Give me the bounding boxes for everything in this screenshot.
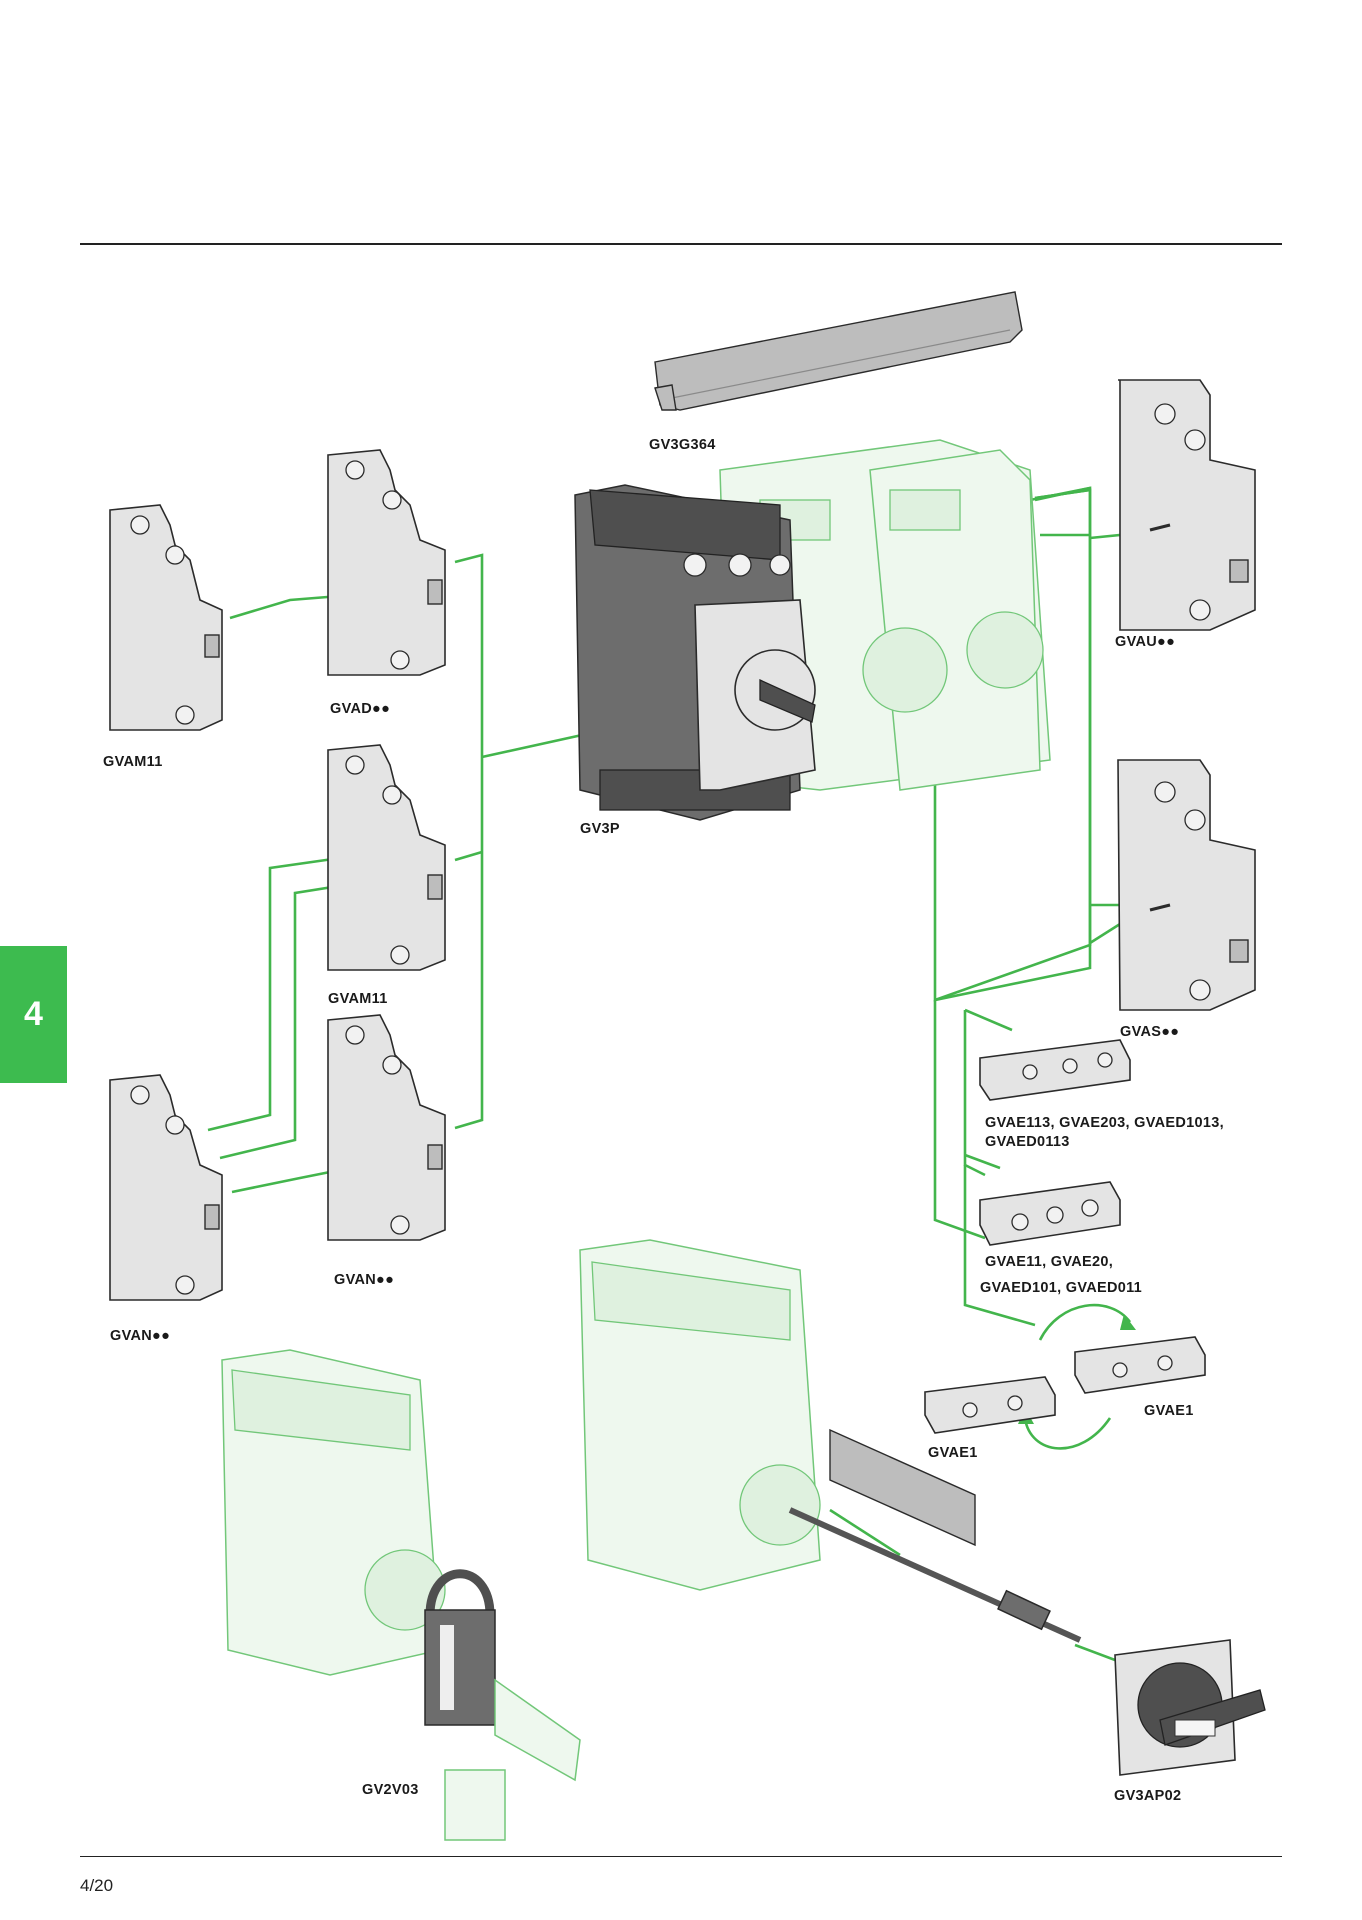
page-number: 4/20 bbox=[80, 1876, 114, 1895]
top-rule bbox=[80, 243, 1282, 245]
label-gv3g364: GV3G364 bbox=[649, 437, 716, 453]
gvam11-left-block bbox=[109, 504, 223, 731]
gvae113-contact-block bbox=[979, 1039, 1131, 1101]
label-gvas: GVAS●● bbox=[1120, 1024, 1179, 1040]
label-gvan-left: GVAN●● bbox=[110, 1328, 170, 1344]
chapter-tab: 4 bbox=[0, 946, 67, 1083]
gvae1-left-block bbox=[924, 1376, 1056, 1434]
gvam11-mid-block bbox=[327, 744, 446, 971]
label-gvad: GVAD●● bbox=[330, 701, 390, 717]
gvan-mid-block bbox=[327, 1014, 446, 1241]
gv3p-breaker bbox=[574, 484, 816, 821]
label-gvae11-line2: GVAED101, GVAED011 bbox=[980, 1280, 1142, 1296]
label-gvau: GVAU●● bbox=[1115, 634, 1175, 650]
gvan-left-block bbox=[109, 1074, 223, 1301]
gv3g364-busbar-cover bbox=[654, 291, 1023, 411]
label-gv3ap02: GV3AP02 bbox=[1114, 1788, 1181, 1804]
gv3ap02-handle bbox=[1114, 1639, 1266, 1776]
label-gv3p: GV3P bbox=[580, 821, 620, 837]
gvas-shunt-release bbox=[1117, 759, 1256, 1011]
label-gvam11-left: GVAM11 bbox=[103, 754, 163, 770]
label-gvae1-left: GVAE1 bbox=[928, 1445, 978, 1461]
gvae11-contact-block bbox=[979, 1181, 1121, 1246]
label-gvae113-line2: GVAED0113 bbox=[985, 1134, 1070, 1150]
gvau-undervoltage-release bbox=[1118, 379, 1256, 631]
label-gvae11-line1: GVAE11, GVAE20, bbox=[985, 1254, 1113, 1270]
label-gvae1-right: GVAE1 bbox=[1144, 1403, 1194, 1419]
product-labels: GV3G364 GVAM11 GVAD●● GV3P GVAU●● GVAM11… bbox=[103, 437, 1224, 1804]
ghost-breaker-padlock bbox=[221, 1349, 446, 1676]
label-gvan-mid: GVAN●● bbox=[334, 1272, 394, 1288]
label-gv2v03: GV2V03 bbox=[362, 1782, 419, 1798]
ghost-breaker-extension bbox=[579, 1239, 821, 1591]
bottom-rule bbox=[80, 1856, 1282, 1857]
gvae1-right-block bbox=[1074, 1336, 1206, 1394]
gvad-block bbox=[327, 449, 446, 676]
gv2v03-padlock-device bbox=[424, 1569, 581, 1841]
label-gvae113-line1: GVAE113, GVAE203, GVAED1013, bbox=[985, 1115, 1224, 1131]
label-gvam11-mid: GVAM11 bbox=[328, 991, 388, 1007]
extension-shaft bbox=[788, 1428, 1082, 1643]
